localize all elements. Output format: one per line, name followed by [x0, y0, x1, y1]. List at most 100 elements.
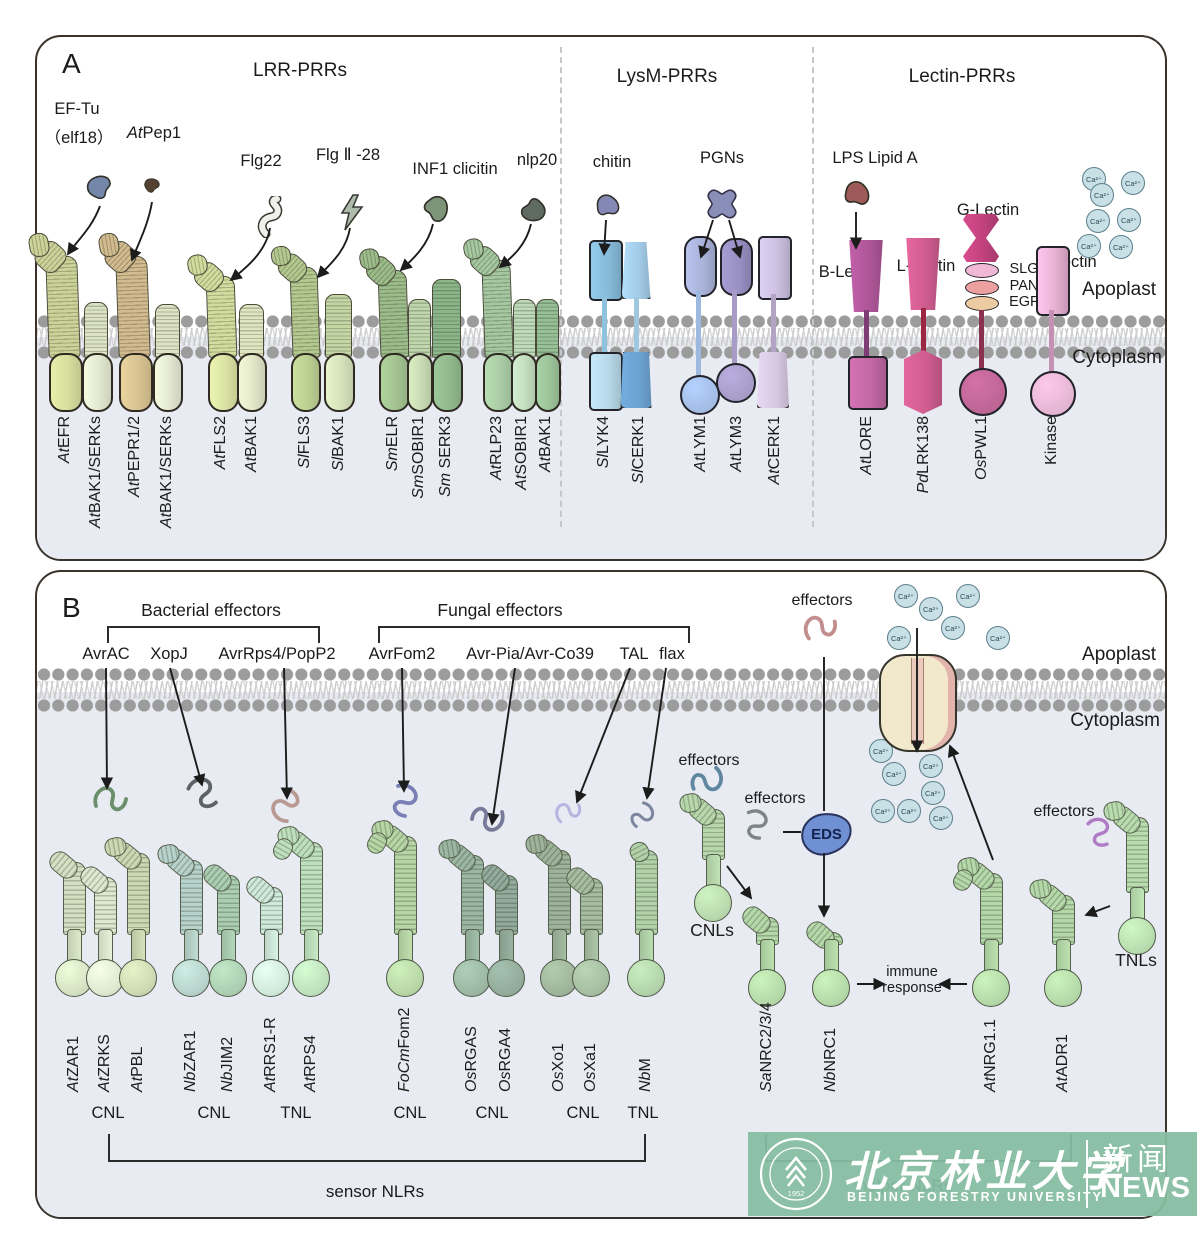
receptor-name-Kinase: Kinase	[1042, 416, 1060, 465]
receptor-name-AtRLP23: AtRLP23	[487, 416, 505, 481]
lectin-kinase-circle	[1030, 371, 1076, 417]
nlr-name-NbM: NbM	[636, 1058, 654, 1092]
effector-name-XopJ: XopJ	[150, 645, 188, 663]
apoplast-label-b: Apoplast	[1082, 644, 1156, 665]
lectin-stem	[863, 310, 869, 364]
nlr-name-AtZRKS: AtZRKS	[95, 1034, 113, 1092]
receptor-name-AtBAK1SERKs: AtBAK1/SERKs	[86, 416, 104, 529]
nlr-name-AtNRG11: AtNRG1.1	[981, 1019, 999, 1092]
nlr-OsXa1-nb-domain	[572, 959, 610, 997]
cytoplasm-label-b: Cytoplasm	[1070, 710, 1160, 731]
lectin-ectodomain	[849, 240, 883, 312]
cnls-label: CNLs	[690, 920, 734, 940]
nlr-type-0: CNL	[91, 1104, 125, 1122]
nlp20-ligand	[516, 193, 550, 226]
ligand-label-EFTu: EF-Tu	[54, 100, 100, 118]
fungal-effectors-bracket	[378, 626, 690, 643]
kinase-domain	[482, 353, 514, 412]
receptor-name-AtLYM3: AtLYM3	[727, 416, 745, 472]
title-fungal-effectors: Fungal effectors	[437, 600, 563, 620]
effector-name-AvrRps4PopP2: AvrRps4/PopP2	[218, 645, 336, 663]
kinase-domain	[207, 353, 239, 412]
kinase-domain	[49, 353, 83, 412]
lps-lipid-a-ligand	[834, 173, 878, 218]
pgns-ligand	[703, 186, 741, 227]
title-lrr-prrs: LRR-PRRs	[253, 60, 347, 81]
section-divider-2	[812, 47, 814, 527]
lectin-kinase-domain	[848, 356, 888, 410]
watermark-banner: 1952 北京林业大学 BEIJING FORESTRY UNIVERSITY …	[748, 1132, 1197, 1216]
lysm-kinase-domain	[757, 352, 789, 408]
lysm-ectodomain	[621, 242, 651, 299]
ligand-label-chitin: chitin	[592, 153, 632, 171]
calcium-ion: Ca²⁺	[894, 584, 918, 608]
kinase-domain	[511, 353, 537, 412]
lectin-ectodomain	[1036, 246, 1070, 316]
nlr-name-NbNRC1: NbNRC1	[821, 1027, 839, 1092]
calcium-ion: Ca²⁺	[986, 626, 1010, 650]
nlr-NbM-coil	[634, 850, 658, 935]
effector-name-AvrFom2: AvrFom2	[368, 645, 436, 663]
receptor-name-AtLYM1: AtLYM1	[691, 416, 709, 472]
nlr-name-OsXa1: OsXa1	[581, 1043, 599, 1092]
apoplast-label-a: Apoplast	[1082, 279, 1156, 300]
calcium-ion: Ca²⁺	[919, 597, 943, 621]
lectin-stem	[920, 308, 926, 358]
calcium-channel	[879, 654, 957, 752]
tnls-label: TNLs	[1115, 950, 1157, 970]
calcium-ion: Ca²⁺	[1090, 183, 1114, 207]
receptor-name-AtPEPR12: AtPEPR1/2	[125, 416, 143, 497]
lysm-stem	[770, 294, 776, 358]
lectin-egf-domain	[965, 296, 999, 311]
title-bacterial-effectors: Bacterial effectors	[141, 600, 281, 620]
inf1-clicitin-ligand	[417, 190, 454, 229]
lysm-stem	[601, 295, 607, 358]
lectin-ectodomain	[906, 238, 940, 310]
kinase-domain	[323, 353, 355, 412]
nlr-type-1: CNL	[197, 1104, 231, 1122]
receptor-name-PdLRK138: PdLRK138	[914, 416, 932, 494]
avrpia-effector	[468, 798, 508, 838]
receptor-name-SlLYK4: SlLYK4	[594, 416, 612, 469]
coreceptor-ectodomain	[324, 294, 352, 358]
nlr-tnls-nb-domain	[1118, 917, 1156, 955]
kinase-domain	[378, 353, 410, 412]
calcium-ion: Ca²⁺	[887, 626, 911, 650]
receptor-name-AtSOBIR1: AtSOBIR1	[512, 416, 530, 490]
kinase-domain	[237, 353, 267, 412]
receptor-name-SlBAK1: SlBAK1	[329, 416, 347, 472]
calcium-ion: Ca²⁺	[956, 584, 980, 608]
effector-name-AvrPiaAvrCo39: Avr-Pia/Avr-Co39	[466, 645, 594, 663]
lectin-stem	[1048, 310, 1054, 379]
eds-effector	[735, 803, 777, 845]
nlr-NbJIM2-nb-domain	[209, 959, 247, 997]
nlr-AtRRS1R-nb-domain	[252, 959, 290, 997]
nlr-NbNRC1-nb-domain	[812, 969, 850, 1007]
calcium-ion: Ca²⁺	[1117, 208, 1141, 232]
receptor-name-SmSERK3: Sm SERK3	[436, 416, 454, 497]
nlr-OsRGAS-nb-domain	[453, 959, 491, 997]
nlr-name-AtADR1: AtADR1	[1053, 1034, 1071, 1092]
atpep1-ligand	[141, 175, 164, 197]
effector-name-flax: flax	[659, 645, 685, 663]
lectin-kinase-domain	[904, 350, 942, 414]
university-seal-icon: 1952	[759, 1137, 833, 1211]
effector-name-TAL: TAL	[619, 645, 649, 663]
nlr-name-OsRGAS: OsRGAS	[462, 1026, 480, 1092]
kinase-domain	[153, 353, 183, 412]
coreceptor-ectodomain	[535, 299, 559, 358]
coreceptor-ectodomain	[512, 299, 536, 358]
coreceptor-ectodomain	[154, 304, 180, 358]
kinase-domain	[535, 353, 561, 412]
ligand-label-PAN: PAN	[1009, 278, 1039, 294]
nlr-type-4: CNL	[475, 1104, 509, 1122]
nlr-OsRGA4-nb-domain	[487, 959, 525, 997]
calcium-ion: Ca²⁺	[921, 781, 945, 805]
nlr-name-AtRPS4: AtRPS4	[301, 1035, 319, 1092]
coreceptor-ectodomain	[431, 279, 461, 358]
news-cn: 新闻	[1102, 1142, 1172, 1177]
nlr-NbM-nb-domain	[627, 959, 665, 997]
calcium-ion: Ca²⁺	[1109, 235, 1133, 259]
avrrps4-effector	[260, 780, 311, 831]
nlr-name-AtRRS1R: AtRRS1-R	[261, 1017, 279, 1092]
